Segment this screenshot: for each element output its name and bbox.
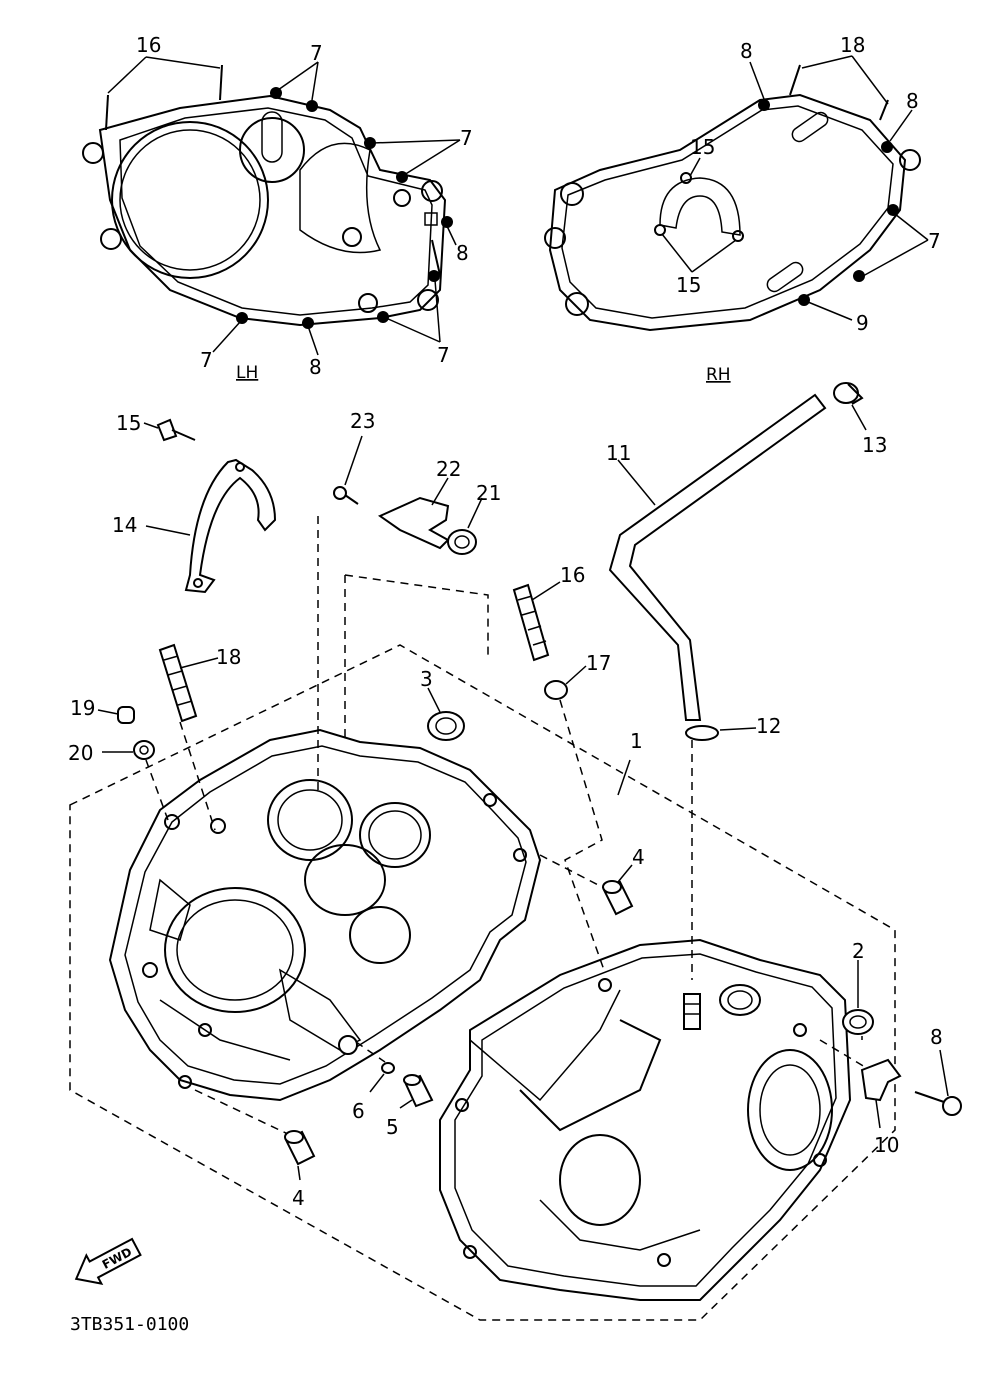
lh-case-half-view	[82, 56, 461, 356]
label-10: 10	[874, 1133, 899, 1157]
label-7-lh-bottom-left: 7	[200, 348, 213, 372]
part-12-clip	[685, 725, 757, 741]
label-5: 5	[386, 1115, 399, 1139]
crankcase-assembly-boundary	[69, 644, 896, 1321]
drawing-code: 3TB351-0100	[70, 1314, 189, 1335]
label-14: 14	[112, 513, 137, 537]
part-2-bearing	[842, 960, 874, 1035]
label-7-rh: 7	[928, 229, 941, 253]
label-18-rh: 18	[840, 33, 865, 57]
part-16-stud	[512, 581, 561, 662]
label-12: 12	[756, 714, 781, 738]
label-15-screw: 15	[116, 411, 141, 435]
part-15-screw	[143, 418, 196, 442]
forward-direction-arrow: FWD	[74, 1237, 142, 1286]
label-4-upper: 4	[632, 845, 645, 869]
part-4-dowel-lower	[284, 1130, 316, 1181]
part-21-nut	[447, 497, 483, 555]
part-4-dowel-upper	[602, 864, 634, 916]
part-22-plate	[377, 477, 450, 550]
rh-case-half-view	[544, 55, 929, 332]
label-7-lh-right: 7	[460, 126, 473, 150]
label-8-lh-right: 8	[456, 241, 469, 265]
part-3-bearing	[427, 687, 465, 741]
rh-crankcase-half	[439, 938, 852, 1301]
label-15-rh-top: 15	[690, 135, 715, 159]
part-13-clamp	[833, 382, 867, 431]
label-8-lh-bottom: 8	[309, 355, 322, 379]
label-13: 13	[862, 433, 887, 457]
part-8-bolt	[914, 1049, 962, 1116]
label-4-lower: 4	[292, 1186, 305, 1210]
part-18-stud	[158, 643, 219, 723]
part-20-collar	[102, 740, 155, 760]
lh-crankcase-half	[108, 728, 542, 1102]
side-label-lh: LH	[236, 363, 258, 383]
label-16-lh: 16	[136, 33, 161, 57]
part-6-oring	[369, 1062, 395, 1093]
label-6: 6	[352, 1099, 365, 1123]
part-19-dowel	[97, 706, 135, 724]
label-18-stud: 18	[216, 645, 241, 669]
part-5-dowel	[399, 1074, 434, 1109]
label-7-lh-top: 7	[310, 41, 323, 65]
label-8-rh-right: 8	[906, 89, 919, 113]
label-16-stud: 16	[560, 563, 585, 587]
label-20: 20	[68, 741, 93, 765]
label-23: 23	[350, 409, 375, 433]
label-21: 21	[476, 481, 501, 505]
label-19: 19	[70, 696, 95, 720]
part-10-bracket	[860, 1058, 902, 1129]
label-8-rh-top: 8	[740, 39, 753, 63]
label-7-lh-bottom-right: 7	[437, 343, 450, 367]
label-1: 1	[630, 729, 643, 753]
label-2: 2	[852, 939, 865, 963]
part-17-dowel	[544, 665, 587, 700]
label-15-rh-bottom: 15	[676, 273, 701, 297]
side-label-rh: RH	[706, 365, 731, 385]
label-17: 17	[586, 651, 611, 675]
part-14-bracket	[145, 458, 277, 594]
label-22: 22	[436, 457, 461, 481]
label-11: 11	[606, 441, 631, 465]
part-11-breather-hose	[608, 393, 827, 721]
alignment-lines	[145, 516, 871, 1136]
label-8-bolt: 8	[930, 1025, 943, 1049]
label-3: 3	[420, 667, 433, 691]
label-9: 9	[856, 311, 869, 335]
part-23-bolt	[333, 435, 363, 505]
